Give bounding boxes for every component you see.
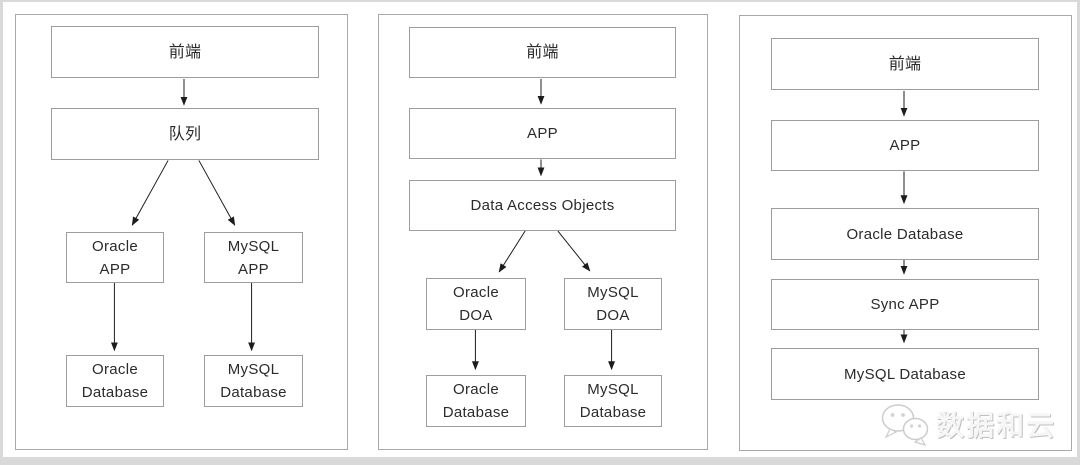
frame-bottom (0, 457, 1080, 465)
box-data-access-objects: Data Access Objects (409, 180, 676, 231)
box-oracle-doa: Oracle DOA (426, 278, 526, 330)
panel-sync-architecture: 前端 APP Oracle Database Sync APP MySQL Da… (739, 15, 1072, 451)
box-oracle-database: Oracle Database (426, 375, 526, 427)
frame-right (1077, 0, 1080, 465)
box-oracle-database: Oracle Database (771, 208, 1039, 260)
box-oracle-database: Oracle Database (66, 355, 164, 407)
box-mysql-database: MySQL Database (204, 355, 303, 407)
arrows-panel-1 (110, 78, 256, 352)
frame-left (0, 0, 3, 465)
box-mysql-doa: MySQL DOA (564, 278, 662, 330)
box-app: APP (771, 120, 1039, 171)
box-mysql-database: MySQL Database (771, 348, 1039, 400)
panel-dao-architecture: 前端 APP Data Access Objects Oracle DOA My… (378, 14, 708, 450)
box-app: APP (409, 108, 676, 159)
box-frontend: 前端 (771, 38, 1039, 90)
arrows-panel-3 (900, 90, 908, 344)
panel-queue-architecture: 前端 队列 Oracle APP MySQL APP Oracle Databa… (15, 14, 348, 450)
frame-top (0, 0, 1080, 2)
box-mysql-database: MySQL Database (564, 375, 662, 427)
box-oracle-app: Oracle APP (66, 232, 164, 283)
box-queue: 队列 (51, 108, 319, 160)
box-frontend: 前端 (409, 27, 676, 78)
box-frontend: 前端 (51, 26, 319, 78)
box-sync-app: Sync APP (771, 279, 1039, 330)
box-mysql-app: MySQL APP (204, 232, 303, 283)
arrows-panel-2 (471, 78, 616, 371)
